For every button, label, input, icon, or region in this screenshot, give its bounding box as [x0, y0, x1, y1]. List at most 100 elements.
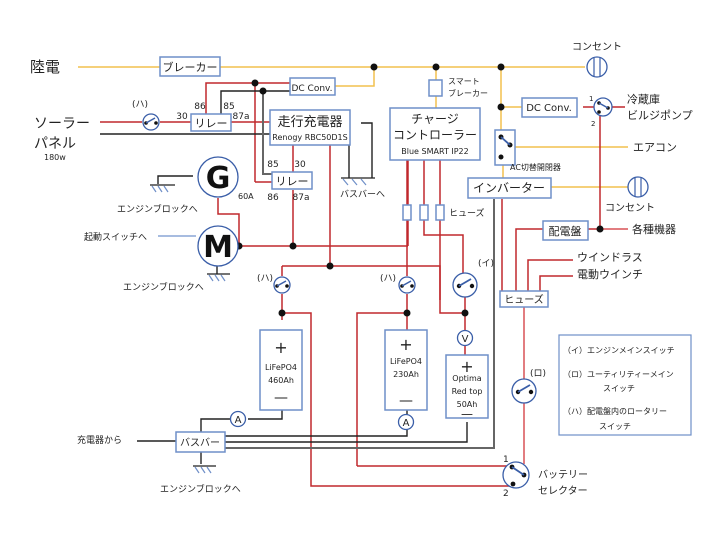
component-boxes: ブレーカー DC Conv. リレー 86 85 30 87a 走行充電器 Re… [159, 56, 589, 453]
fuse-icon [402, 204, 412, 221]
neg-wire [225, 199, 495, 449]
dc-converter-1-label: DC Conv. [291, 84, 332, 94]
ground-icon [342, 178, 367, 186]
junction-dot [403, 309, 411, 317]
smart-breaker-box[interactable] [428, 79, 443, 97]
fuse-icon [419, 204, 429, 221]
switch-lever-icon [598, 102, 609, 109]
neg-wire [361, 122, 373, 178]
junction-dot [497, 103, 505, 111]
ac-transfer-switch-box[interactable] [494, 129, 516, 166]
switch-lever-icon [511, 466, 525, 476]
breaker-box[interactable] [159, 56, 221, 77]
charge-controller-model: Blue SMART IP22 [401, 147, 468, 156]
transfer-lever-icon [500, 136, 511, 146]
legend-box [558, 334, 692, 436]
fuse-block-label: ヒューズ [504, 293, 544, 306]
dc-wire [356, 312, 407, 466]
junction-dot [259, 87, 267, 95]
switch-lever-icon [145, 117, 156, 124]
charge-controller-box[interactable] [389, 107, 481, 161]
switch-lever-icon [276, 280, 287, 287]
grounds [150, 177, 375, 474]
charge-controller-title-1: チャージ [411, 112, 459, 126]
fuse-label: ヒューズ [449, 207, 485, 219]
bilge-pump-label: ビルジポンプ [627, 109, 693, 122]
dc-wire [439, 220, 465, 314]
dc-charger-box[interactable] [269, 109, 351, 146]
busbar-label: バスバー [180, 437, 220, 449]
battery-lifepo4-230ah[interactable] [384, 329, 428, 411]
legend-item-ha-cont: スイッチ [599, 422, 631, 431]
junction-dot [278, 309, 286, 317]
dc-wire [539, 275, 567, 292]
battery-lifepo4-460ah[interactable] [259, 329, 303, 411]
distribution-panel-label: 配電盤 [549, 225, 582, 238]
ammeter-icon [229, 410, 247, 428]
alternator-label: G [206, 161, 231, 196]
ac-wiring [78, 66, 628, 188]
dc-negative-wiring [100, 90, 495, 464]
relay-2-pin-86: 86 [267, 193, 279, 203]
dc-wire [527, 259, 567, 292]
ac-wire [335, 67, 375, 87]
legend: （イ）エンジンメインスイッチ （ロ）ユーティリティーメイン スイッチ （ハ）配電… [558, 334, 692, 436]
windlass-label: ウインドラス [577, 251, 643, 264]
shore-power-label: 陸電 [30, 58, 60, 76]
smart-breaker-label-2: ブレーカー [448, 88, 488, 98]
switch-tag: (イ) [478, 259, 494, 269]
switch-tag: (ハ) [380, 274, 396, 284]
dc-wire [282, 265, 441, 300]
solar-panel-label-1: ソーラー [34, 116, 90, 132]
engine: G 60A M [197, 156, 254, 267]
dc-wire [515, 228, 543, 292]
busbar-to-label: バスバーへ [340, 189, 385, 200]
switch-lever-icon [401, 280, 412, 287]
smart-breaker-label-1: スマート [448, 77, 480, 86]
busbar-box[interactable] [175, 431, 226, 453]
junction-dot [326, 262, 334, 270]
outlet-icon [627, 176, 649, 198]
switch-tag: (ロ) [530, 369, 546, 379]
starter-switch-label: 起動スイッチへ [84, 232, 147, 243]
legend-item-ro-cont: スイッチ [603, 384, 635, 393]
transfer-contact [498, 154, 504, 160]
dc-wire [423, 220, 464, 276]
legend-item-ha: （ハ）配電盤内のロータリー [563, 406, 667, 416]
outlet-icon [586, 56, 608, 78]
meters: A A V [229, 329, 474, 431]
inverter-box[interactable] [467, 177, 552, 199]
battery-selector-switch[interactable] [502, 461, 530, 489]
switch-lever-icon [458, 278, 472, 287]
battery-plus-icon: + [274, 338, 287, 357]
ground-icon [194, 466, 212, 474]
labels: 陸電 ソーラー パネル 180w 冷蔵庫 ビルジポンプ エアコン 各種機器 ウイ… [30, 58, 693, 495]
neg-wire [262, 91, 272, 175]
relay-1-box[interactable] [190, 113, 232, 132]
ground-icon [151, 185, 169, 193]
dc-converter-1-box[interactable] [289, 77, 336, 96]
dc-converter-2-box[interactable] [521, 97, 578, 118]
outlet-top-label: コンセント [572, 41, 622, 53]
dc-charger-title: 走行充電器 [277, 114, 342, 130]
solar-panel-label-2: パネル [34, 136, 76, 152]
junction-dot [370, 63, 378, 71]
outlets: コンセント コンセント [572, 41, 655, 214]
starter-motor-icon [197, 225, 239, 267]
battery-optima-50ah[interactable] [445, 354, 489, 419]
battery-selector-label-2: セレクター [538, 485, 588, 497]
relay-2-pin-85: 85 [267, 160, 278, 170]
relay-2-box[interactable] [271, 171, 313, 190]
fuse-block-box[interactable] [499, 290, 549, 308]
neg-wire [225, 430, 408, 437]
battery-3-brand: Optima [452, 374, 482, 383]
junction-dot [497, 63, 505, 71]
selector-position-1: 1 [503, 455, 509, 465]
fridge-label: 冷蔵庫 [627, 92, 660, 106]
from-charger-label: 充電器から [77, 434, 122, 446]
switch-tag: (ハ) [132, 100, 148, 110]
relay-1-pin-85: 85 [223, 102, 234, 112]
battery-2-capacity: 230Ah [393, 370, 419, 379]
distribution-panel-box[interactable] [542, 220, 589, 241]
relay-2-pin-87a: 87a [293, 193, 310, 203]
